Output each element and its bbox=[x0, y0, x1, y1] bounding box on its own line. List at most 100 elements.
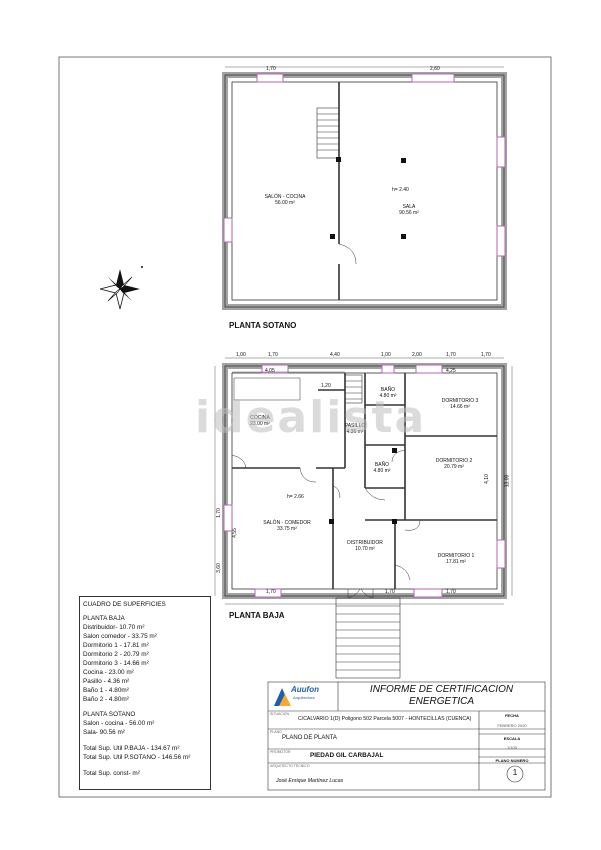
room-area: 90.56 m² bbox=[399, 210, 419, 216]
room-name: SALÓN - COMEDOR bbox=[263, 520, 311, 526]
baja-dim-inner-1: 4,05 bbox=[265, 368, 275, 374]
room-name: DISTRIBUIDOR bbox=[347, 540, 383, 546]
fecha-label: FECHA bbox=[505, 713, 519, 718]
room-name: SALÓN - COCINA bbox=[264, 194, 306, 200]
surfaces-title: CUADRO DE SUPERFICIES bbox=[83, 601, 166, 608]
baja-dim-top-5: 2,00 bbox=[412, 352, 422, 358]
room-area: 4.80 m² bbox=[379, 393, 397, 399]
escala-label: ESCALA bbox=[503, 736, 521, 741]
surfaces-item: Baño 2 - 4.80m² bbox=[83, 696, 129, 703]
room-name: DORMITORIO 1 bbox=[437, 553, 475, 559]
room-dormitorio-1: DORMITORIO 1 17.81 m² bbox=[426, 553, 486, 565]
baja-dim-side-5: 13,00 bbox=[504, 474, 511, 488]
baja-dim-top-6: 1,70 bbox=[446, 352, 456, 358]
baja-dim-top-4: 1,00 bbox=[381, 352, 391, 358]
baja-dim-bottom-2: 1,70 bbox=[385, 589, 395, 595]
surfaces-item: Sala- 90.56 m² bbox=[83, 729, 125, 736]
surfaces-item: Salon comedor - 33.75 m² bbox=[83, 633, 157, 640]
room-name: COCINA bbox=[250, 415, 270, 421]
room-name: DORMITORIO 2 bbox=[435, 458, 473, 464]
surfaces-item: Salon - cocina - 56.00 m² bbox=[83, 720, 155, 727]
room-name: BAÑO bbox=[380, 387, 396, 393]
surfaces-item: Pasillo - 4.36 m² bbox=[83, 678, 130, 685]
baja-dim-top-7: 1,70 bbox=[481, 352, 491, 358]
baja-dim-bottom-1: 1,70 bbox=[266, 589, 276, 595]
surfaces-item: Dormitorio 1 - 17.81 m² bbox=[83, 642, 149, 649]
plan-baja-title: PLANTA BAJA bbox=[229, 611, 285, 620]
surfaces-table: CUADRO DE SUPERFICIES PLANTA BAJA Distri… bbox=[79, 596, 211, 790]
room-area: 10.70 m² bbox=[355, 546, 375, 552]
situacion-value: C/CALVARIO 1(D) Poligono 502 Parcela 500… bbox=[298, 716, 472, 722]
room-name: PASILLO bbox=[344, 423, 366, 429]
north-arrow-icon bbox=[99, 266, 143, 310]
room-area: 20.79 m² bbox=[444, 464, 464, 470]
surfaces-const-total: Total Sup. const- m² bbox=[83, 770, 140, 777]
watermark: idealista bbox=[195, 392, 427, 443]
sotano-dim-1: 1,70 bbox=[266, 66, 276, 72]
sotano-height-label: h= 2.40 bbox=[392, 187, 409, 193]
baja-dim-bottom-3: 1,70 bbox=[446, 589, 456, 595]
baja-dim-top-1: 1,00 bbox=[236, 352, 246, 358]
plan-sotano-title: PLANTA SOTANO bbox=[229, 321, 297, 330]
baja-dim-top-3: 4,40 bbox=[330, 352, 340, 358]
room-salon-comedor: SALÓN - COMEDOR 33.75 m² bbox=[252, 520, 322, 532]
promotor-value: PIEDAD GIL CARBAJAL bbox=[310, 752, 384, 759]
surfaces-item: Baño 1 - 4.80m² bbox=[83, 687, 129, 694]
room-area: 4.80 m² bbox=[373, 468, 391, 474]
plano-numero-label: PLANO NUMERO bbox=[495, 758, 529, 763]
title-block-frame bbox=[267, 681, 546, 791]
room-dormitorio-3: DORMITORIO 3 14.66 m² bbox=[430, 398, 490, 410]
surfaces-item: Cocina - 23.00 m² bbox=[83, 669, 134, 676]
room-area: 56.00 m² bbox=[275, 200, 295, 206]
room-distribuidor: DISTRIBUIDOR 10.70 m² bbox=[340, 540, 390, 552]
surfaces-item: Dormitorio 2 - 20.79 m² bbox=[83, 651, 149, 658]
room-name: DORMITORIO 3 bbox=[441, 398, 479, 404]
fecha-value: FEBRERO 2020 bbox=[497, 723, 527, 728]
surfaces-baja-title: PLANTA BAJA bbox=[83, 615, 125, 622]
surfaces-total: Total Sup. Util P.BAJA - 134.67 m² bbox=[83, 745, 180, 752]
arquitecto-value: José Enrique Martínez Lucas bbox=[276, 778, 344, 784]
baja-dim-side-4: 4,10 bbox=[483, 474, 490, 484]
room-area: 17.81 m² bbox=[446, 559, 466, 565]
escala-value: 1/100 bbox=[506, 745, 517, 750]
baja-dim-top-2: 1,70 bbox=[268, 352, 278, 358]
logo-subtext: Arquitectura bbox=[293, 695, 315, 700]
room-sala: SALA 90.56 m² bbox=[389, 204, 429, 216]
promotor-label: PROMOTOR bbox=[270, 750, 291, 754]
plano-label: PLANO bbox=[270, 730, 282, 734]
room-bano-2: BAÑO 4.80 m² bbox=[362, 462, 402, 474]
room-pasillo: PASILLO 4.36 m² bbox=[335, 423, 375, 435]
logo-text: Auufon bbox=[291, 685, 319, 694]
surfaces-item: Distribuidor- 10.70 m² bbox=[83, 624, 145, 631]
room-area: 14.66 m² bbox=[450, 404, 470, 410]
room-name: SALA bbox=[402, 204, 416, 210]
baja-dim-inner-2: 1,20 bbox=[321, 383, 331, 389]
surfaces-total: Total Sup. Util P.SOTANO - 146.56 m² bbox=[83, 754, 191, 761]
baja-dim-side-1: 1,70 bbox=[215, 508, 222, 518]
baja-dim-inner-3: 4,25 bbox=[446, 368, 456, 374]
surfaces-item: Dormitorio 3 - 14.66 m² bbox=[83, 660, 149, 667]
sheet-border bbox=[58, 56, 552, 798]
room-dormitorio-2: DORMITORIO 2 20.79 m² bbox=[424, 458, 484, 470]
logo-icon bbox=[274, 688, 291, 706]
plano-value: PLANO DE PLANTA bbox=[282, 735, 337, 741]
situacion-label: SITUACION bbox=[270, 712, 290, 716]
baja-dim-side-3: 4,55 bbox=[231, 528, 238, 538]
plan-baja bbox=[214, 66, 513, 679]
plano-numero-value: 1 bbox=[512, 768, 518, 777]
surfaces-sotano-title: PLANTA SOTANO bbox=[83, 711, 136, 718]
room-bano-1: BAÑO 4.80 m² bbox=[368, 387, 408, 399]
room-area: 4.36 m² bbox=[346, 429, 364, 435]
plan-sotano bbox=[222, 72, 507, 310]
room-area: 33.75 m² bbox=[277, 526, 297, 532]
room-name: BAÑO bbox=[374, 462, 390, 468]
report-heading-line1: INFORME DE CERTIFICACION bbox=[369, 684, 514, 695]
baja-height-label: h= 2.66 bbox=[287, 494, 304, 500]
room-salon-cocina: SALÓN - COCINA 56.00 m² bbox=[245, 194, 325, 206]
arquitecto-label: ARQUITECTO TECNICO bbox=[270, 764, 310, 768]
baja-dim-side-2: 3,60 bbox=[215, 563, 222, 573]
room-cocina: COCINA 23.00 m² bbox=[240, 415, 280, 427]
sotano-dim-2: 2,60 bbox=[430, 66, 440, 72]
report-heading-line2: ENERGETICA bbox=[408, 696, 474, 707]
